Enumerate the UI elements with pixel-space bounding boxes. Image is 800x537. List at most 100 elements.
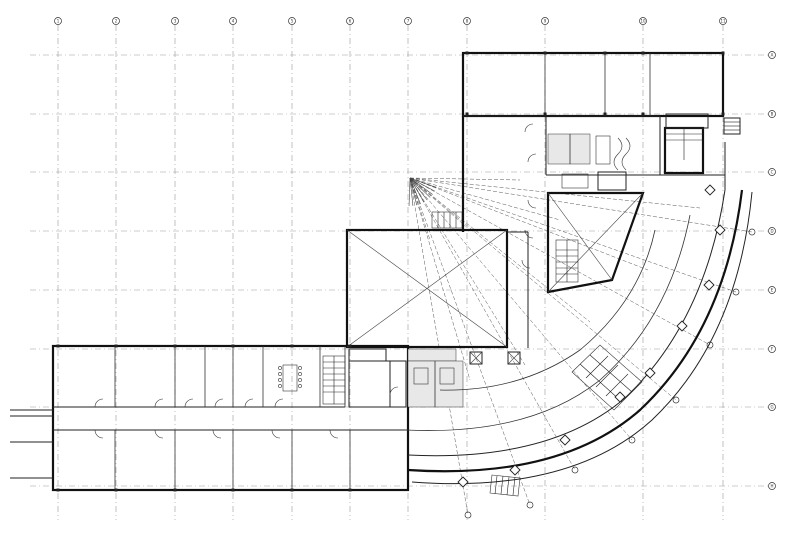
- radial-line: [409, 177, 737, 293]
- radial-line: [409, 177, 633, 441]
- column-diamond: [704, 184, 716, 196]
- radial-bubble: [571, 466, 579, 474]
- grid-bubble-col-11: 11: [719, 17, 727, 25]
- radial-line: [409, 177, 753, 233]
- grid-label-col: 8: [466, 19, 469, 24]
- fan-hatch: [409, 177, 428, 201]
- south-stair: [489, 474, 521, 497]
- column-post: [173, 488, 177, 492]
- north-wc: [547, 133, 591, 165]
- radial-line: [409, 177, 591, 323]
- fan-hatch: [409, 177, 418, 206]
- column-diamond: [644, 367, 656, 379]
- grid-bubbles: 1 2 3 4 5 6 7 8 9 10 11A B C D E F G H: [54, 17, 776, 519]
- grid-label-col: 9: [544, 19, 547, 24]
- west-wing-outline: [51, 344, 410, 492]
- grid-bubble-col-9: 9: [541, 17, 549, 25]
- spiral-feature: [613, 137, 623, 171]
- fan-hatch: [409, 177, 421, 205]
- radial-bubble: [748, 228, 756, 236]
- column-diamond: [457, 476, 469, 488]
- grid-bubble-col-5: 5: [288, 17, 296, 25]
- curved-wing: [404, 142, 753, 497]
- grid-label-row: F: [771, 347, 774, 352]
- grid-bubble-row-F: F: [768, 345, 776, 353]
- grid-bubble-row-C: C: [768, 168, 776, 176]
- column-diamond: [676, 320, 688, 332]
- central-hall: [345, 211, 529, 365]
- entry-lines: [10, 409, 53, 479]
- grid-bubble-row-E: E: [768, 286, 776, 294]
- structural-columns: [457, 184, 726, 488]
- grid-label-col: 10: [640, 19, 646, 24]
- grid-lines: [30, 25, 775, 520]
- column-post: [348, 488, 352, 492]
- grid-bubble-col-1: 1: [54, 17, 62, 25]
- radial-line: [409, 177, 576, 471]
- hall-outline: [345, 228, 509, 349]
- column-post: [465, 51, 469, 55]
- grid-label-col: 11: [720, 19, 726, 24]
- fan-hatch: [409, 177, 433, 195]
- column-post: [603, 112, 607, 116]
- west-stair: [322, 355, 346, 405]
- grid-label-row: A: [771, 53, 774, 58]
- curved-stair: [571, 344, 643, 411]
- column-diamond: [714, 224, 726, 236]
- column-post: [641, 51, 645, 55]
- column-post: [641, 112, 645, 116]
- fan-hatch: [409, 177, 437, 188]
- radial-line: [409, 177, 649, 271]
- fan-hatch: [409, 177, 414, 206]
- column-post: [721, 51, 725, 55]
- lobby-table: [561, 173, 589, 189]
- column-post: [721, 112, 725, 116]
- grid-bubble-row-D: D: [768, 227, 776, 235]
- radial-line: [409, 177, 471, 231]
- radial-bubble: [464, 511, 472, 519]
- column-post: [56, 344, 60, 348]
- radial-line: [409, 177, 531, 506]
- column-diamond: [703, 279, 715, 291]
- column-post: [114, 488, 118, 492]
- grid-bubble-row-B: B: [768, 110, 776, 118]
- grid-label-row: D: [770, 229, 773, 234]
- grid-bubble-col-2: 2: [112, 17, 120, 25]
- grid-label-col: 3: [174, 19, 177, 24]
- grid-bubble-col-7: 7: [404, 17, 412, 25]
- grid-label-col: 1: [57, 19, 60, 24]
- radial-bubble: [672, 396, 680, 404]
- grid-label-row: G: [770, 405, 773, 410]
- column-post: [56, 488, 60, 492]
- hall-stair: [431, 211, 463, 229]
- radial-line: [409, 177, 561, 221]
- grid-bubble-col-8: 8: [463, 17, 471, 25]
- grid-label-col: 5: [291, 19, 294, 24]
- grid-label-row: B: [771, 112, 774, 117]
- office-doors: [94, 398, 339, 439]
- fan-hatch: [409, 177, 431, 198]
- grid-label-row: H: [770, 484, 773, 489]
- grid-label-col: 2: [115, 19, 118, 24]
- grid-bubble-col-4: 4: [229, 17, 237, 25]
- column-post: [348, 344, 352, 348]
- column-post: [231, 488, 235, 492]
- column-post: [465, 112, 469, 116]
- grid-bubble-row-H: H: [768, 482, 776, 490]
- column-post: [290, 344, 294, 348]
- atrium-wedge: [546, 191, 645, 294]
- column-diamond: [614, 391, 626, 403]
- grid-label-col: 4: [232, 19, 235, 24]
- column-diamond: [509, 464, 521, 476]
- grid-bubble-col-10: 10: [639, 17, 647, 25]
- radial-line: [409, 177, 711, 346]
- fan-hatch: [408, 177, 411, 206]
- column-post: [543, 51, 547, 55]
- column-post: [543, 112, 547, 116]
- grid-label-row: C: [771, 170, 774, 175]
- grid-bubble-col-3: 3: [171, 17, 179, 25]
- fan-hatch: [409, 177, 425, 203]
- grid-bubble-col-6: 6: [346, 17, 354, 25]
- grid-label-col: 7: [407, 19, 410, 24]
- grid-columns-posts: [56, 51, 725, 492]
